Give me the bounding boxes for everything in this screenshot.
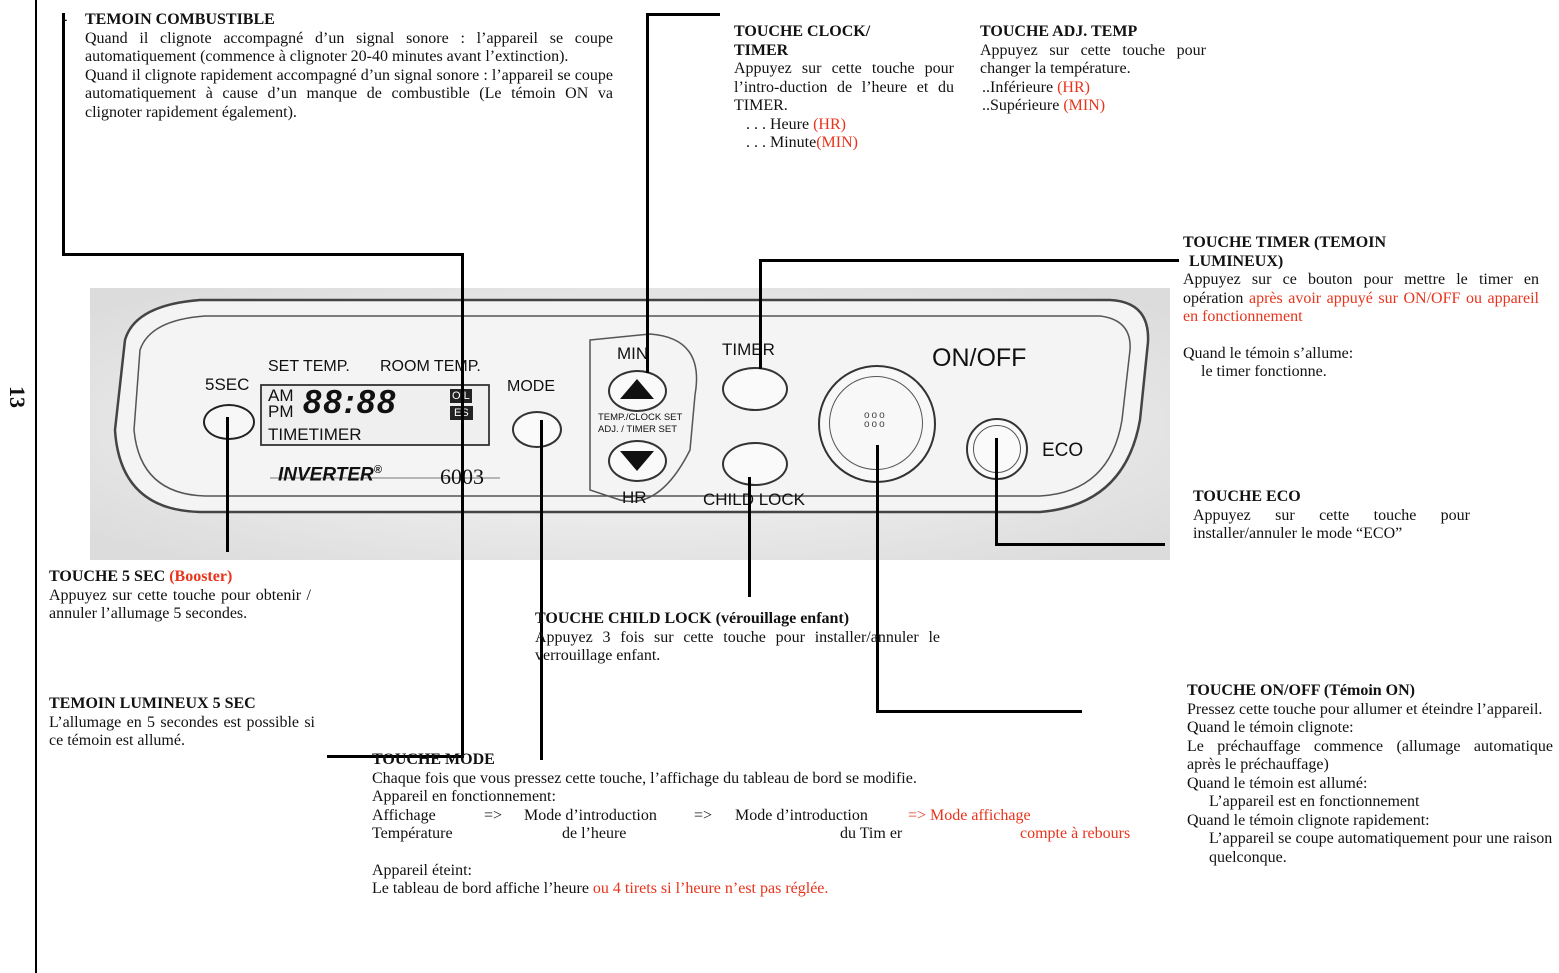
timer-panel-label: TIMER xyxy=(722,340,775,359)
page-number: 13 xyxy=(5,376,34,420)
timer-title: TOUCHE TIMER (TEMOIN xyxy=(1183,234,1386,251)
adj-temp-title: TOUCHE ADJ. TEMP xyxy=(980,23,1138,40)
five-sec-title: TOUCHE 5 SEC (Booster) xyxy=(49,568,233,585)
min-panel-label: MIN xyxy=(617,344,649,363)
timer-block: TOUCHE TIMER (TEMOIN LUMINEUX) Appuyez s… xyxy=(1183,234,1540,380)
temp-clock-set-label: TEMP./CLOCK SET xyxy=(598,412,683,423)
clock-timer-block: TOUCHE CLOCK/ TIMER Appuyez sur cette to… xyxy=(734,23,954,151)
mode-block: TOUCHE MODE Chaque fois que vous pressez… xyxy=(372,751,1162,899)
five-sec-lamp-block: TEMOIN LUMINEUX 5 SEC L’allumage en 5 se… xyxy=(49,695,315,749)
pm-indicator: PM xyxy=(268,402,294,421)
fuel-indicator-title: TEMOIN COMBUSTIBLE xyxy=(85,11,275,28)
five-sec-block: TOUCHE 5 SEC (Booster) Appuyez sur cette… xyxy=(49,568,311,622)
timer-button[interactable] xyxy=(722,367,788,411)
set-temp-label: SET TEMP. xyxy=(268,358,350,375)
lcd-digits: 88:88 xyxy=(303,383,398,420)
onoff-title: TOUCHE ON/OFF (Témoin ON) xyxy=(1187,682,1415,699)
five-sec-lamp-title: TEMOIN LUMINEUX 5 SEC xyxy=(49,695,256,712)
mode-button[interactable] xyxy=(512,411,562,448)
fuel-indicator-block: TEMOIN COMBUSTIBLE Quand il clignote acc… xyxy=(85,11,613,121)
mode-title: TOUCHE MODE xyxy=(372,751,495,768)
child-lock-button[interactable] xyxy=(722,442,788,486)
onoff-block: TOUCHE ON/OFF (Témoin ON) Pressez cette … xyxy=(1187,682,1553,866)
min-up-button[interactable] xyxy=(608,370,667,412)
oil-indicator: OIL xyxy=(450,389,472,403)
up-arrow-icon xyxy=(620,379,654,399)
left-margin-rule xyxy=(35,0,37,973)
hr-panel-label: HR xyxy=(622,488,647,507)
room-temp-label: ROOM TEMP. xyxy=(380,358,481,375)
five-sec-panel-label: 5SEC xyxy=(205,375,250,394)
eco-panel-label: ECO xyxy=(1042,440,1084,461)
eco-block: TOUCHE ECO Appuyez sur cette touche pour… xyxy=(1193,488,1470,542)
mode-panel-label: MODE xyxy=(507,378,555,395)
timetimer-label: TIMETIMER xyxy=(268,425,362,444)
five-sec-button[interactable] xyxy=(203,404,255,440)
adj-temp-block: TOUCHE ADJ. TEMP Appuyez sur cette touch… xyxy=(980,23,1206,114)
eco-title: TOUCHE ECO xyxy=(1193,488,1301,505)
am-indicator: AM xyxy=(268,386,294,405)
hr-down-button[interactable] xyxy=(608,440,667,482)
down-arrow-icon xyxy=(620,451,654,471)
child-lock-title: TOUCHE CHILD LOCK (vérouillage enfant) xyxy=(535,610,850,627)
onoff-panel-label: ON/OFF xyxy=(932,344,1027,372)
child-lock-panel-label: CHILD LOCK xyxy=(703,490,806,509)
adj-timer-set-label: ADJ. / TIMER SET xyxy=(598,424,678,435)
brand-logo: INVERTER® xyxy=(278,464,382,486)
clock-timer-title: TOUCHE CLOCK/ xyxy=(734,23,871,40)
child-lock-block: TOUCHE CHILD LOCK (vérouillage enfant) A… xyxy=(535,610,940,664)
